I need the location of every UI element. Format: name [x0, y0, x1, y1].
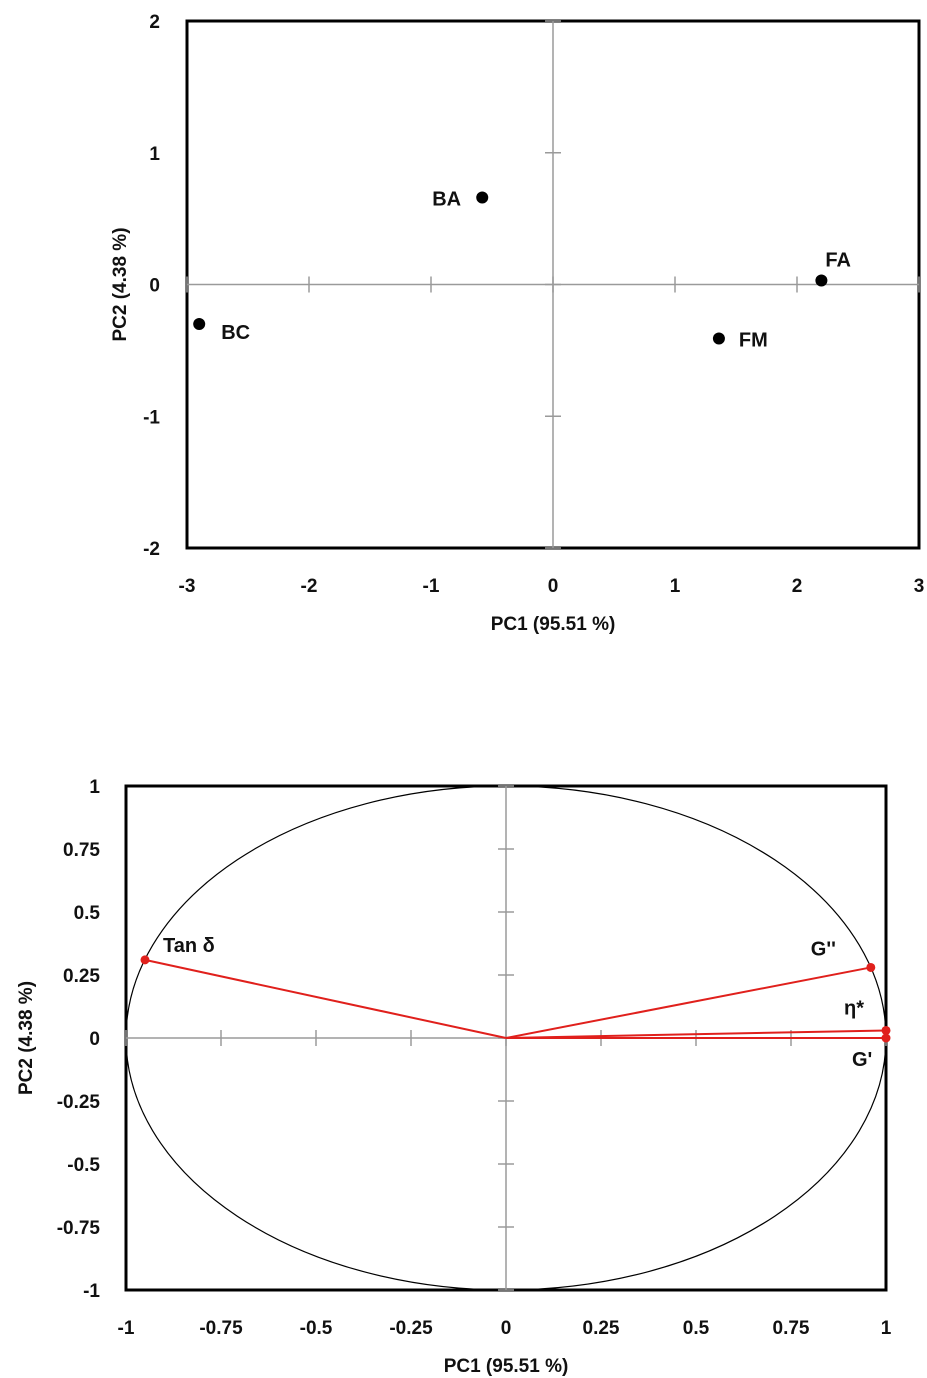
chart2-x-tick-label: -0.5 [300, 1318, 333, 1339]
chart2-x-tick-label: 0 [501, 1318, 512, 1339]
chart1-y-tick-label: 2 [149, 12, 160, 33]
chart2-y-tick-label: -1 [83, 1281, 100, 1302]
chart2-x-tick-label: 0.5 [683, 1318, 710, 1339]
chart2-x-tick-label: 0.75 [773, 1318, 810, 1339]
chart2-y-tick-label: 0.75 [63, 840, 100, 861]
chart2-loading-point [140, 955, 150, 965]
chart1-x-tick-label: -1 [423, 576, 440, 597]
chart1-point-label: BA [432, 189, 461, 211]
chart2-x-axis-label: PC1 (95.51 %) [444, 1356, 569, 1377]
chart1-score-point [712, 332, 725, 345]
chart2-point-label: Tan δ [163, 935, 215, 957]
chart2-x-tick-label: -1 [118, 1318, 135, 1339]
chart2-x-tick-label: -0.25 [389, 1318, 433, 1339]
chart2-x-tick-label: -0.75 [199, 1318, 243, 1339]
chart1-score-point [193, 318, 206, 331]
chart2-y-tick-label: 0.5 [74, 903, 101, 924]
chart2-y-axis-label: PC2 (4.38 %) [16, 981, 37, 1095]
chart2-y-tick-label: -0.5 [67, 1155, 100, 1176]
chart2-loading-vector [144, 958, 507, 1039]
chart2-y-tick-label: 0 [89, 1029, 100, 1050]
chart1-x-tick-label: -2 [301, 576, 318, 597]
chart1-point-label: FA [825, 250, 851, 272]
chart1-y-tick-label: 0 [149, 276, 160, 297]
chart1-x-tick-label: 2 [792, 576, 803, 597]
chart2-loading-point [881, 1025, 891, 1035]
chart1-x-tick-label: 0 [548, 576, 559, 597]
chart1-y-tick-label: -2 [143, 539, 160, 560]
chart2-x-tick-label: 0.25 [583, 1318, 620, 1339]
chart1-score-point [476, 191, 489, 204]
chart1-x-axis-label: PC1 (95.51 %) [491, 614, 616, 635]
chart1-y-tick-label: 1 [149, 144, 160, 165]
chart2-loading-vector [505, 1029, 887, 1039]
chart1-x-tick-label: 3 [914, 576, 925, 597]
chart2-y-tick-label: -0.25 [57, 1092, 101, 1113]
chart2-point-label: G'' [811, 938, 836, 960]
chart2-y-tick-label: -0.75 [57, 1218, 101, 1239]
chart1-x-tick-label: 1 [670, 576, 681, 597]
chart1-y-axis-label: PC2 (4.38 %) [110, 227, 131, 341]
chart2-loading-point [881, 1033, 891, 1043]
chart2-loading-vector [505, 966, 871, 1039]
chart1-score-point [815, 274, 828, 287]
chart1-x-tick-label: -3 [179, 576, 196, 597]
chart1-point-label: BC [221, 322, 250, 344]
chart1-y-tick-label: -1 [143, 407, 160, 428]
chart2-y-tick-label: 1 [89, 777, 100, 798]
chart2-x-tick-label: 1 [881, 1318, 892, 1339]
chart2-point-label: η* [844, 997, 864, 1019]
chart2-point-label: G' [852, 1049, 872, 1071]
chart2-y-tick-label: 0.25 [63, 966, 100, 987]
chart2-loading-point [866, 962, 876, 972]
chart1-point-label: FM [739, 330, 768, 352]
